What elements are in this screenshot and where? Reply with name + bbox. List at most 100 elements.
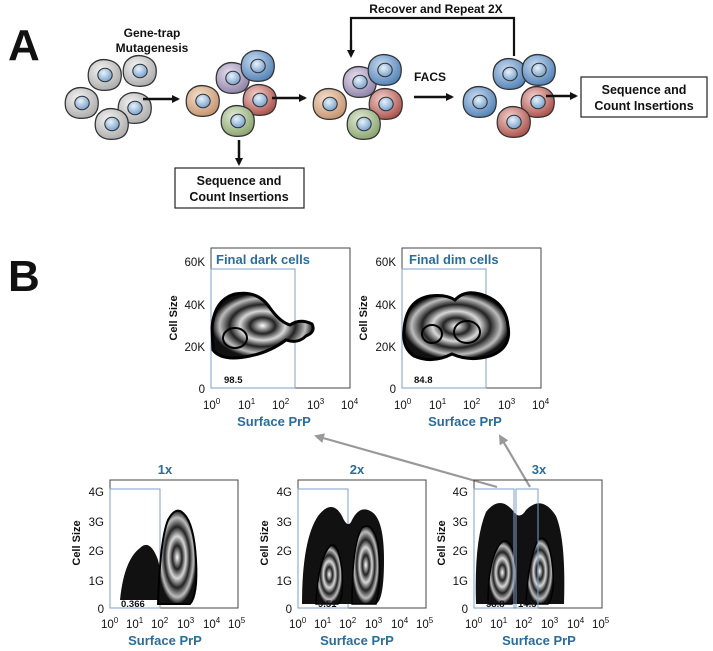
y-axis-label: Cell Size <box>358 295 370 340</box>
y-axis-label: Cell Size <box>71 520 83 565</box>
x-tick: 105 <box>228 616 246 631</box>
gene-trap-label-2: Mutagenesis <box>116 41 189 55</box>
y-tick: 40K <box>185 300 206 312</box>
x-tick: 102 <box>151 616 169 631</box>
x-tick: 105 <box>592 616 610 631</box>
x-tick: 100 <box>394 397 412 412</box>
x-tick: 103 <box>177 616 195 631</box>
density-contour <box>351 525 381 605</box>
density-core <box>222 327 248 349</box>
y-tick: 0 <box>98 604 104 616</box>
gate-box-left <box>473 488 515 609</box>
y-tick: 60K <box>185 257 206 269</box>
x-tick: 104 <box>391 616 409 631</box>
box-right-line-1: Sequence and <box>602 83 687 97</box>
y-tick: 2G <box>453 546 468 558</box>
density-core <box>421 324 443 344</box>
x-tick: 104 <box>203 616 221 631</box>
facs-label: FACS <box>414 70 446 84</box>
gate-value: 98.5 <box>224 375 243 386</box>
y-tick: 40K <box>376 300 397 312</box>
y-axis-label: Cell Size <box>436 520 448 565</box>
panel-letter-b: B <box>8 252 40 301</box>
y-tick: 20K <box>376 342 397 354</box>
x-tick: 103 <box>307 397 325 412</box>
gate-box-right <box>515 488 539 609</box>
gate-box <box>109 488 161 609</box>
y-tick: 20K <box>185 342 206 354</box>
y-tick: 1G <box>89 576 104 588</box>
cluster-pool-cells <box>312 53 403 141</box>
x-tick: 100 <box>203 397 221 412</box>
x-axis-label: Surface PrP <box>128 633 202 648</box>
density-contour <box>525 537 555 605</box>
x-tick: 103 <box>498 397 516 412</box>
plot-round-1x: 1x 0.366 4G 3G 2G 1G 0 Cell Size 100 101… <box>71 462 246 648</box>
panel-letter-a: A <box>8 21 40 70</box>
gate-value: 84.8 <box>414 375 433 386</box>
x-ticks: 100 101 102 103 104 <box>203 397 359 412</box>
x-axis-label: Surface PrP <box>502 633 576 648</box>
plot-round-2x: 2x 9.51 4G 3G 2G 1G 0 Cell Size 100 101 … <box>259 462 434 648</box>
x-tick: 104 <box>341 397 359 412</box>
x-tick: 101 <box>126 616 144 631</box>
x-tick: 102 <box>272 397 290 412</box>
y-tick: 1G <box>453 576 468 588</box>
x-tick: 102 <box>339 616 357 631</box>
box-right-line-2: Count Insertions <box>594 99 693 113</box>
box-bottom-line-1: Sequence and <box>197 174 282 188</box>
x-tick: 101 <box>429 397 447 412</box>
plot-round-3x: 3x 58.8 14.5 4G 3G 2G 1G 0 Cell Size 100… <box>436 462 610 648</box>
density-contour <box>315 544 344 605</box>
y-tick: 3G <box>89 517 104 529</box>
x-tick: 104 <box>532 397 550 412</box>
gene-trap-label-1: Gene-trap <box>124 26 181 40</box>
y-tick: 0 <box>390 384 396 396</box>
x-tick: 105 <box>416 616 434 631</box>
x-ticks: 100 101 102 103 104 <box>394 397 550 412</box>
plot-title: 3x <box>532 462 547 477</box>
recover-loop-line <box>349 16 516 56</box>
plot-title: 1x <box>158 462 173 477</box>
box-bottom-line-2: Count Insertions <box>189 190 288 204</box>
x-tick: 100 <box>289 616 307 631</box>
density-contour <box>156 509 198 605</box>
plot-title: 2x <box>350 462 365 477</box>
plot-final-dark: Final dark cells 98.5 60K 40K 20K 0 Cell… <box>168 247 359 429</box>
x-tick: 101 <box>314 616 332 631</box>
x-tick: 101 <box>490 616 508 631</box>
recover-repeat-label: Recover and Repeat 2X <box>369 2 502 16</box>
y-tick: 3G <box>277 517 292 529</box>
x-tick: 102 <box>463 397 481 412</box>
x-axis-label: Surface PrP <box>237 414 311 429</box>
x-tick: 101 <box>238 397 256 412</box>
x-tick: 104 <box>567 616 585 631</box>
arrow-3x-to-dark <box>314 433 498 489</box>
gate-value: 0.366 <box>121 599 145 610</box>
plot-title: Final dark cells <box>216 252 310 267</box>
x-tick: 100 <box>101 616 119 631</box>
x-ticks: 100 101 102 103 104 105 <box>289 616 434 631</box>
x-tick: 100 <box>465 616 483 631</box>
y-tick: 1G <box>277 576 292 588</box>
y-axis-label: Cell Size <box>168 295 180 340</box>
y-tick: 2G <box>277 546 292 558</box>
y-tick: 2G <box>89 546 104 558</box>
y-tick: 4G <box>277 487 292 499</box>
cluster-initial-cells <box>64 54 157 141</box>
x-axis-label: Surface PrP <box>428 414 502 429</box>
y-tick: 0 <box>286 604 292 616</box>
x-tick: 103 <box>541 616 559 631</box>
y-tick: 4G <box>89 487 104 499</box>
gate-value-left: 58.8 <box>486 599 505 610</box>
cluster-mutagenized-cells <box>185 49 277 138</box>
y-tick: 3G <box>453 517 468 529</box>
x-axis-label: Surface PrP <box>320 633 394 648</box>
x-ticks: 100 101 102 103 104 105 <box>101 616 246 631</box>
y-axis-label: Cell Size <box>259 520 271 565</box>
cluster-sorted-cells <box>462 53 556 139</box>
density-contour <box>210 291 315 360</box>
y-tick: 0 <box>462 604 468 616</box>
density-core <box>453 320 481 344</box>
